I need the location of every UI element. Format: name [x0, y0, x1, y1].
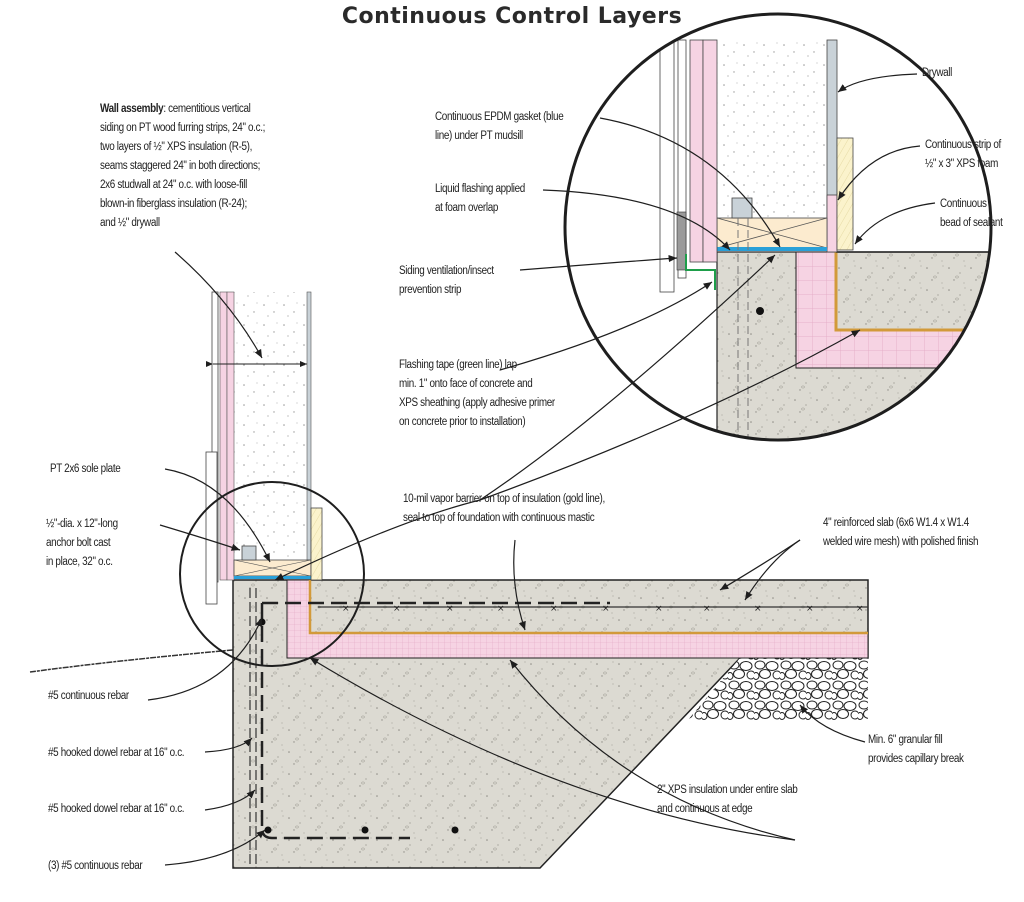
xps-strip	[310, 507, 323, 581]
detail-xps-strip	[826, 194, 838, 253]
grade-line	[29, 649, 234, 673]
rebar-dot	[451, 826, 459, 834]
label-continuous-rebar: #5 continuous rebar	[48, 690, 129, 702]
vapor-barrier-line	[308, 580, 868, 635]
svg-text:×: ×	[856, 604, 864, 614]
granular-fill	[688, 658, 868, 720]
main-section: × × × × × × × × × × ×	[29, 291, 869, 869]
label-dowel-rebar-1: #5 hooked dowel rebar at 16" o.c.	[48, 747, 185, 759]
svg-text:×: ×	[446, 604, 454, 614]
detail-vapor-barrier	[834, 252, 991, 332]
wall-xps-layer	[219, 291, 228, 581]
detail-insulation	[717, 40, 827, 218]
detail-enlargement	[565, 14, 991, 440]
gasket	[234, 576, 311, 579]
detail-anchor-nut	[731, 197, 753, 219]
svg-text:×: ×	[806, 604, 814, 614]
rebar-dot	[361, 826, 369, 834]
svg-text:×: ×	[342, 604, 350, 614]
drywall	[306, 291, 312, 561]
foundation-concrete	[232, 579, 869, 869]
siding	[205, 451, 218, 605]
label-three-rebar: (3) #5 continuous rebar	[48, 860, 143, 872]
label-vapor-barrier: 10-mil vapor barrier on top of insulatio…	[403, 493, 605, 524]
svg-text:×: ×	[550, 604, 558, 614]
diagram-title: Continuous Control Layers	[341, 4, 683, 29]
detail-vent-strip	[676, 211, 687, 271]
detail-circle-border	[563, 12, 993, 442]
label-wall-assembly: Wall assembly: cementitious vertical sid…	[100, 103, 265, 229]
label-dowel-rebar-2: #5 hooked dowel rebar at 16" o.c.	[48, 803, 185, 815]
svg-text:×: ×	[703, 604, 711, 614]
detail-foam-block	[836, 137, 854, 251]
rebar-dot	[264, 826, 272, 834]
label-sole-plate: PT 2x6 sole plate	[50, 463, 121, 475]
svg-text:×: ×	[393, 604, 401, 614]
insulation-cavity	[234, 292, 307, 560]
detail-siding	[659, 39, 675, 293]
svg-text:×: ×	[497, 604, 505, 614]
wall-xps-layer	[226, 291, 235, 581]
detail-furring	[677, 39, 687, 279]
detail-xps-sheathing	[702, 39, 718, 263]
wire-mesh-crosses: × × × × × × × × × × ×	[342, 604, 864, 614]
detail-callout-circle	[179, 481, 365, 667]
anchor-bolt-nut	[241, 545, 257, 561]
detail-xps-sheathing	[689, 39, 704, 263]
detail-flashing-tape	[685, 254, 716, 290]
svg-text:×: ×	[602, 604, 610, 614]
detail-gasket	[717, 247, 827, 251]
svg-text:×: ×	[655, 604, 663, 614]
label-drywall: Drywall	[922, 67, 953, 79]
svg-text:×: ×	[754, 604, 762, 614]
leader-lines	[147, 73, 936, 866]
